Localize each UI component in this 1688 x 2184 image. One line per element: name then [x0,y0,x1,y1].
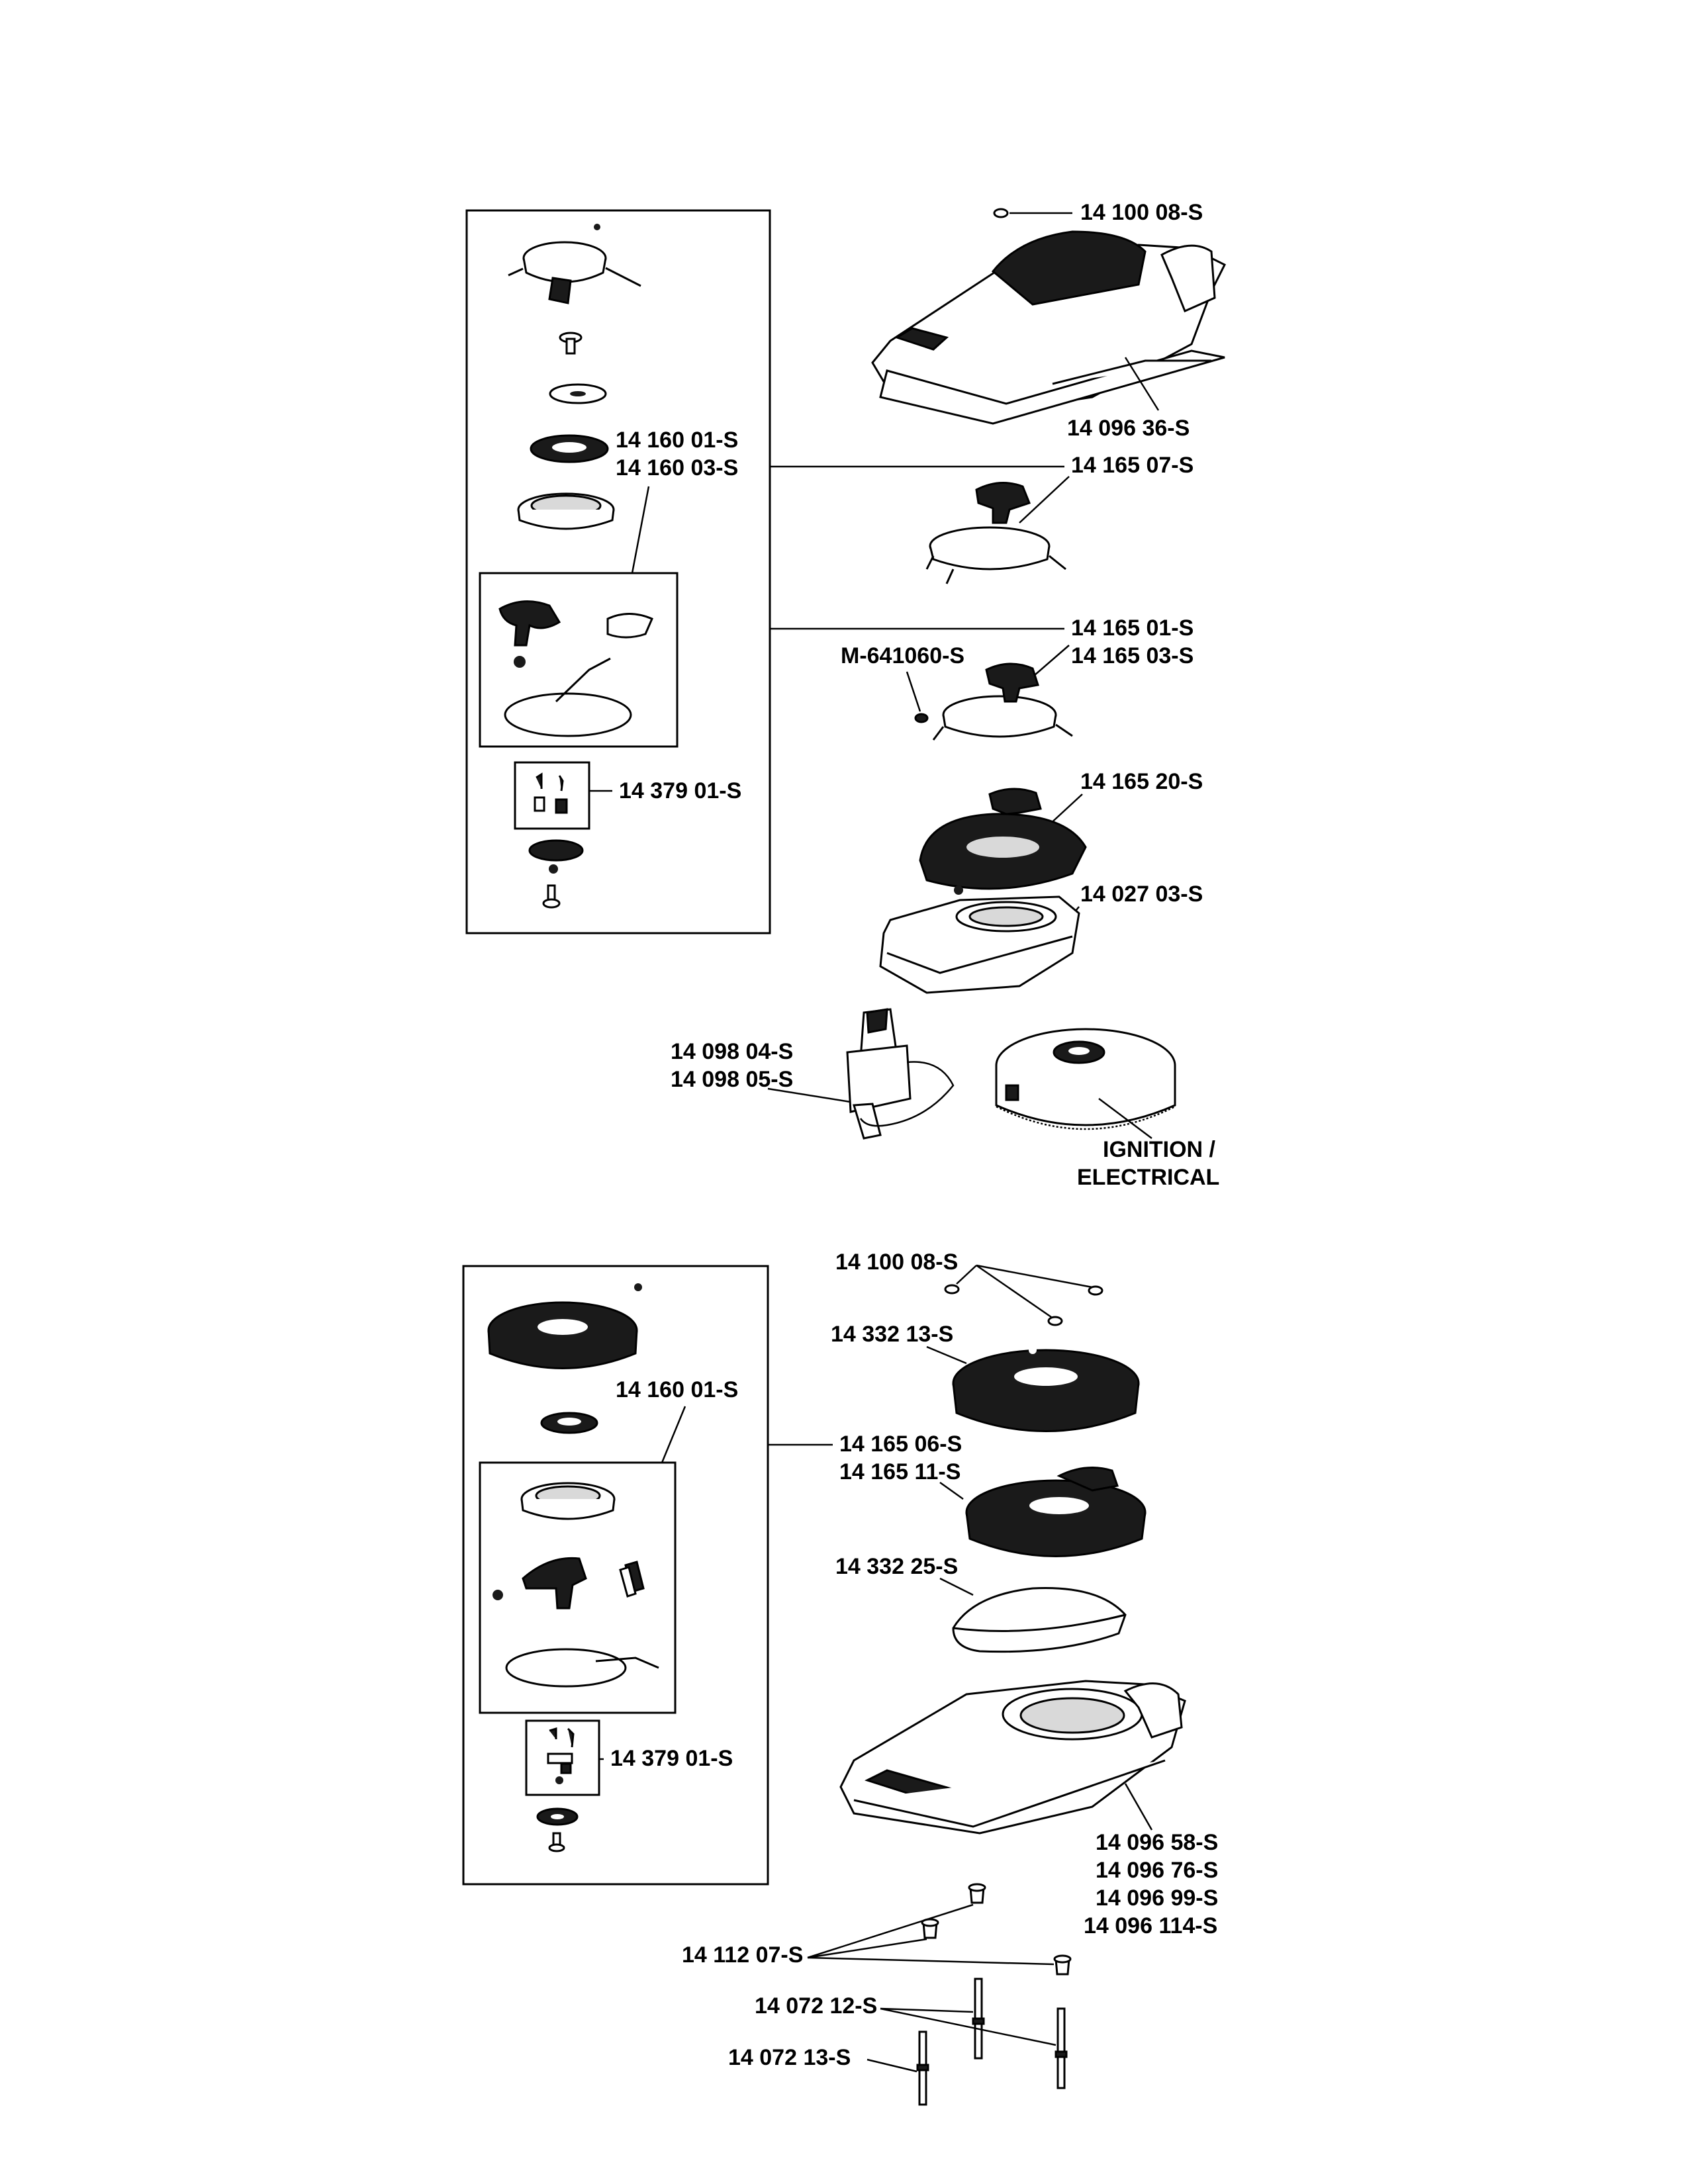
label-screw-m: M-641060-S [841,643,964,668]
top-recoil-pulley [517,492,615,530]
top-engine-cover [871,230,1227,425]
label-cover-c: 14 096 99-S [1096,1886,1218,1911]
label-cover-b: 14 096 76-S [1096,1858,1218,1883]
label-starter-assy-b2: 14 165 03-S [1071,643,1194,668]
label-spacer: 14 112 07-S [682,1942,803,1968]
bottom-starter-rope [505,1648,659,1688]
bottom-rope-handle [492,1557,645,1610]
blower-housing-drawing [879,886,1080,994]
label-top-nut: 14 100 08-S [1080,200,1203,225]
bottom-recoil-pulley [520,1482,616,1520]
label-screen: 14 332 13-S [831,1322,953,1347]
bottom-starter-housing [487,1301,638,1369]
bottom-pawl-kit-subframe [525,1719,600,1796]
label-electric-starter-a: 14 098 04-S [671,1039,793,1064]
bottom-recoil-exploded-frame [462,1265,769,1886]
spacer-drawings [921,1883,1072,1976]
label-ignition-line1: IGNITION / [1103,1137,1216,1162]
top-center-screw [542,884,561,909]
label-starter-assy-b1: 14 165 01-S [1071,615,1194,641]
top-pawl-kit-parts [534,772,568,814]
bottom-nut-2 [1088,1285,1103,1296]
label-starter-assy-c: 14 165 20-S [1080,769,1203,794]
label-blower-housing: 14 027 03-S [1080,882,1203,907]
flywheel-drawing [995,1028,1176,1130]
bottom-nut-3 [1047,1316,1063,1326]
stud-drawings [916,1978,1068,2106]
bottom-engine-cover [839,1680,1186,1835]
top-rope-handle-subframe [479,572,679,748]
label-recoil-parts-a: 14 160 01-S [616,428,738,453]
label-stud-a: 14 072 12-S [755,1993,877,2019]
label-bottom-nut: 14 100 08-S [835,1250,958,1275]
bottom-nut-1 [944,1284,960,1295]
cover-insert-drawing [952,1587,1127,1653]
starter-assy-c-drawing [919,788,1087,890]
top-rope-handle [498,600,561,668]
top-pawl-plate [528,839,584,862]
top-pawl-kit-subframe [514,761,590,830]
top-recoil-exploded-frame [465,209,771,934]
bottom-dot [634,1283,642,1291]
label-cover-d: 14 096 114-S [1084,1913,1217,1938]
bottom-pawl-kit-parts [547,1727,575,1784]
starter-assy-b-drawing [932,662,1073,741]
top-pulley-screw [559,332,583,355]
label-cover-insert: 14 332 25-S [835,1554,958,1579]
label-pawl-kit-bottom: 14 379 01-S [610,1746,733,1771]
screw-m-drawing [914,713,929,723]
label-ignition-line2: ELECTRICAL [1077,1165,1219,1190]
top-starter-rope [504,657,632,737]
top-handle-insert [606,613,653,639]
label-electric-starter-b: 14 098 05-S [671,1067,793,1092]
bottom-rope-handle-subframe [479,1461,677,1714]
label-starter-assy-d1: 14 165 06-S [839,1432,962,1457]
electric-starter-drawing [846,1008,955,1140]
bottom-center-screw [548,1832,565,1852]
label-starter-assy-a: 14 165 07-S [1071,453,1194,478]
starter-assy-a-drawing [925,482,1066,584]
label-stud-b: 14 072 13-S [728,2045,851,2070]
screen-drawing [952,1346,1140,1432]
label-cover-a: 14 096 58-S [1096,1830,1218,1855]
label-pawl-kit-top: 14 379 01-S [619,778,741,803]
label-top-cover: 14 096 36-S [1067,416,1190,441]
top-nut [993,208,1009,218]
label-recoil-parts-b: 14 160 03-S [616,455,738,480]
label-starter-assy-d2: 14 165 11-S [839,1459,961,1484]
top-starter-cup [508,241,641,304]
label-recoil-parts-bottom: 14 160 01-S [616,1377,738,1402]
top-dot [594,224,600,230]
starter-assy-d-drawing [965,1467,1147,1557]
